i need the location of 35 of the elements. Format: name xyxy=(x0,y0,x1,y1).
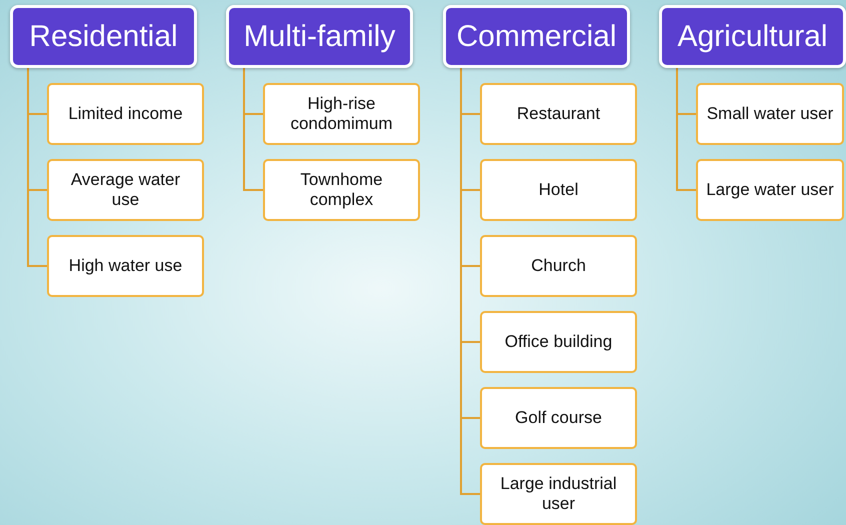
subcategory-box xyxy=(480,311,637,373)
category-box xyxy=(443,5,630,68)
subcategory-box xyxy=(480,159,637,221)
subcategory-box xyxy=(263,83,420,145)
connector-line xyxy=(27,68,47,267)
subcategory-label: Office building xyxy=(504,332,612,352)
category-title: Commercial xyxy=(456,20,617,54)
subcategory-label: High-rise condomimum xyxy=(289,94,394,134)
subcategory-box xyxy=(480,83,637,145)
subcategory-label: Church xyxy=(531,256,586,276)
subcategory-label: Average water use xyxy=(70,170,182,210)
category-title: Multi-family xyxy=(244,20,396,54)
subcategory-label: Golf course xyxy=(515,408,602,428)
subcategory-box xyxy=(696,83,844,145)
subcategory-box xyxy=(263,159,420,221)
category-box xyxy=(10,5,197,68)
subcategory-box xyxy=(480,235,637,297)
subcategory-label: High water use xyxy=(68,256,182,276)
subcategory-label: Large water user xyxy=(706,180,834,200)
subcategory-box xyxy=(480,463,637,525)
subcategory-label: Large industrial user xyxy=(499,474,618,514)
subcategory-label: Small water user xyxy=(706,104,834,124)
category-box xyxy=(659,5,846,68)
subcategory-label: Hotel xyxy=(538,180,578,200)
category-title: Agricultural xyxy=(677,20,828,54)
subcategory-box xyxy=(696,159,844,221)
category-title: Residential xyxy=(29,20,178,54)
subcategory-label: Limited income xyxy=(68,104,183,124)
subcategory-box xyxy=(480,387,637,449)
subcategory-box xyxy=(47,83,204,145)
subcategory-box xyxy=(47,235,204,297)
category-box xyxy=(226,5,413,68)
subcategory-box xyxy=(47,159,204,221)
subcategory-label: Townhome complex xyxy=(299,170,384,210)
subcategory-label: Restaurant xyxy=(516,104,600,124)
